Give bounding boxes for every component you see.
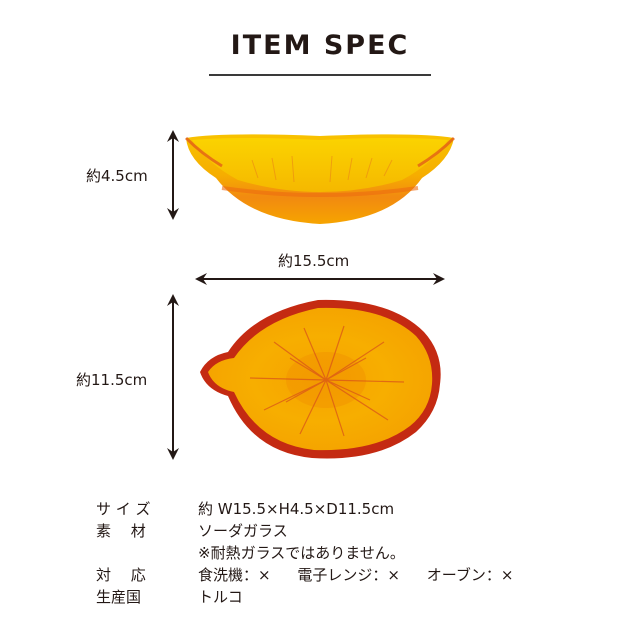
depth-label: 約11.5cm — [76, 371, 148, 389]
bowl-side-view-image — [184, 134, 456, 224]
height-arrow-icon — [167, 130, 179, 220]
spec-key — [96, 542, 198, 564]
width-arrow-icon — [195, 273, 445, 285]
spec-value: 食洗機：× 電子レンジ：× オーブン：× — [198, 564, 535, 586]
microwave-compat: 電子レンジ：× — [297, 566, 400, 584]
page-title: ITEM SPEC — [230, 30, 410, 61]
width-label: 約15.5cm — [278, 252, 350, 270]
title-underline — [209, 74, 431, 76]
spec-row-note: ※耐熱ガラスではありません。 — [96, 542, 535, 564]
spec-row-material: 素 材 ソーダガラス — [96, 520, 535, 542]
spec-key: 素 材 — [96, 522, 146, 540]
spec-row-compatibility: 対 応 食洗機：× 電子レンジ：× オーブン：× — [96, 564, 535, 586]
spec-table: サ イ ズ 約 W15.5×H4.5×D11.5cm 素 材 ソーダガラス ※耐… — [96, 498, 535, 608]
dishwasher-compat: 食洗機：× — [198, 566, 271, 584]
spec-row-size: サ イ ズ 約 W15.5×H4.5×D11.5cm — [96, 498, 535, 520]
spec-key: サ イ ズ — [96, 500, 151, 518]
oven-compat: オーブン：× — [426, 566, 514, 584]
spec-row-origin: 生産国 トルコ — [96, 586, 535, 608]
height-label: 約4.5cm — [86, 167, 148, 185]
bowl-top-view-image — [200, 299, 441, 459]
spec-key: 生産国 — [96, 588, 142, 606]
spec-value: ソーダガラス — [198, 522, 288, 540]
spec-key: 対 応 — [96, 566, 146, 584]
spec-value: トルコ — [198, 588, 243, 606]
spec-note: ※耐熱ガラスではありません。 — [198, 544, 405, 562]
depth-arrow-icon — [167, 294, 179, 460]
spec-value: 約 W15.5×H4.5×D11.5cm — [198, 500, 395, 518]
